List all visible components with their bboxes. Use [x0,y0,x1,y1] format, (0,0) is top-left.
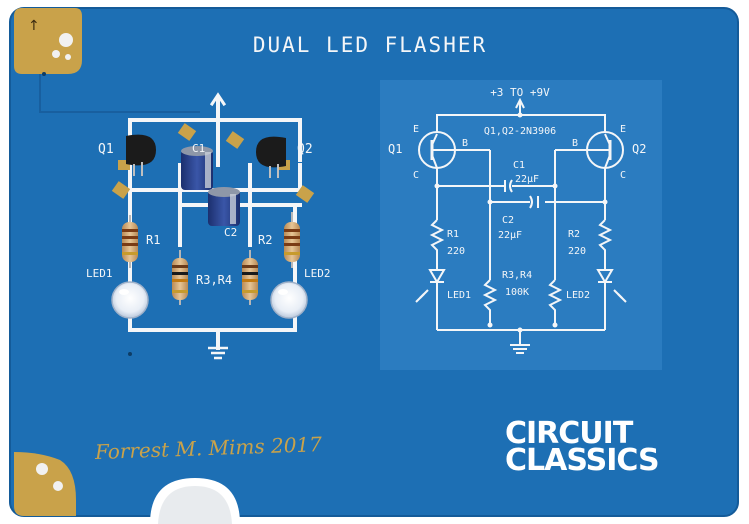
capacitor-c1 [181,146,213,190]
schematic-supply: +3 TO +9V [490,86,550,99]
resistor-r3 [172,250,188,305]
transistor-q2 [256,136,286,178]
label-r2: R2 [258,233,272,247]
gold-pad-bottom [14,452,76,516]
sch-label-q1: Q1 [388,142,402,156]
sch-label-r2-value: 220 [568,246,586,257]
resistor-r1 [122,215,138,268]
sch-label-c1-value: 22µF [515,174,539,185]
label-led2: LED2 [304,267,331,280]
svg-text:CIRCUIT: CIRCUIT [505,416,634,451]
label-led1: LED1 [86,267,113,280]
sch-label-c2-value: 22µF [498,230,522,241]
sch-label-c-q1: C [413,170,419,181]
capacitor-c2 [208,187,240,226]
sch-label-c-q2: C [620,170,626,181]
transistor-q1 [126,134,156,176]
label-c1: C1 [192,142,205,155]
circuit-classics-logo: CIRCUIT CLASSICS [505,416,660,478]
sch-label-b-q2: B [572,138,578,149]
sch-label-r3r4: R3,R4 [502,270,532,281]
schematic-wiring [415,97,627,354]
sch-label-c1: C1 [513,160,525,171]
label-c2: C2 [224,226,237,239]
resistor-r4 [242,250,258,305]
sch-label-r2: R2 [568,229,580,240]
schematic-transistor-type: Q1,Q2-2N3906 [484,126,556,137]
label-q1: Q1 [98,142,114,157]
sch-label-led2: LED2 [566,290,590,301]
sch-label-e-q2: E [620,124,626,135]
resistor-r2 [284,212,300,268]
sch-label-r1: R1 [447,229,459,240]
sch-label-led1: LED1 [447,290,471,301]
schematic-panel [380,80,662,370]
svg-text:CLASSICS: CLASSICS [505,443,659,478]
svg-text:↑: ↑ [28,18,40,34]
led-1 [111,281,149,319]
board-title: DUAL LED FLASHER [253,33,487,57]
sch-label-c2: C2 [502,215,514,226]
sch-label-e-q1: E [413,124,419,135]
label-q2: Q2 [297,142,313,157]
label-r3r4: R3,R4 [196,273,232,287]
gold-pad-top [14,8,82,74]
sch-label-q2: Q2 [632,142,646,156]
sch-label-r1-value: 220 [447,246,465,257]
sch-label-r3r4-value: 100K [505,287,529,298]
sch-label-b-q1: B [462,138,468,149]
label-r1: R1 [146,233,160,247]
led-2 [270,281,308,319]
